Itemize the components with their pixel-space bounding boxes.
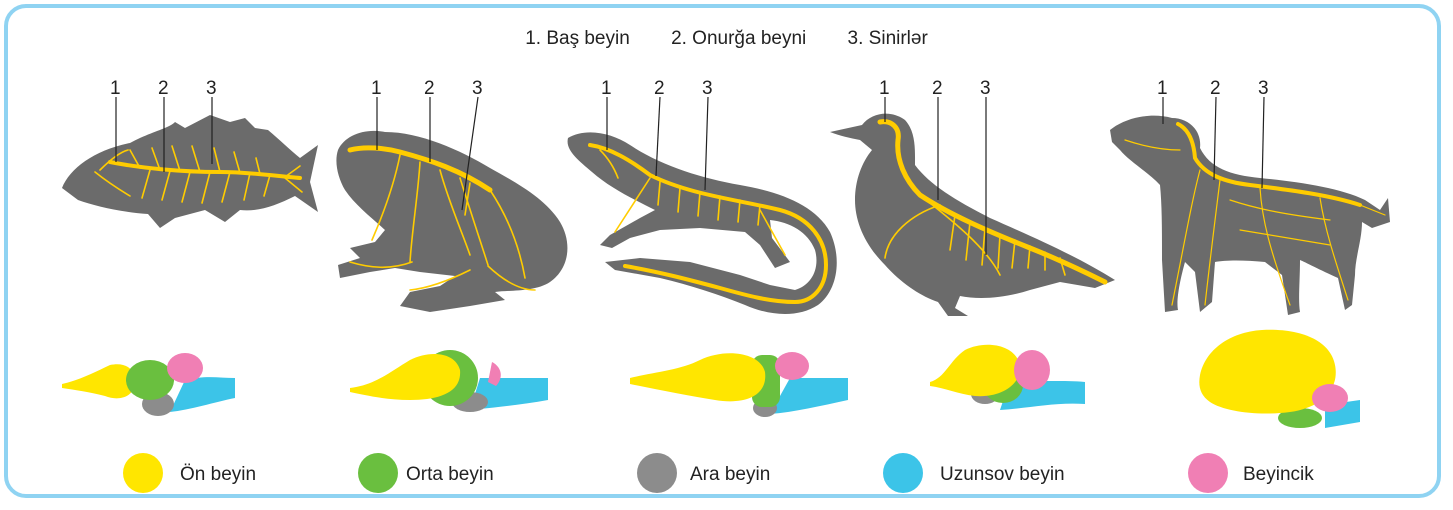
lizard-label-3: 3 bbox=[702, 78, 713, 99]
legend-label-diencephalon: Ara beyin bbox=[690, 464, 770, 485]
legend-label-midbrain: Orta beyin bbox=[406, 464, 494, 485]
dog-label-1: 1 bbox=[1157, 78, 1168, 99]
frog-label-2: 2 bbox=[424, 78, 435, 99]
fish-brain bbox=[62, 353, 235, 416]
lizard-icon: 1 2 3 bbox=[568, 78, 837, 314]
fish-label-3: 3 bbox=[206, 78, 217, 99]
bird-label-1: 1 bbox=[879, 78, 890, 99]
dog-brain bbox=[1199, 330, 1360, 428]
legend-item-midbrain: Orta beyin bbox=[358, 453, 494, 493]
legend-label-medulla: Uzunsov beyin bbox=[940, 464, 1065, 485]
bird-label-3: 3 bbox=[980, 78, 991, 99]
lizard-label-2: 2 bbox=[654, 78, 665, 99]
lizard-label-1: 1 bbox=[601, 78, 612, 99]
frog-label-3: 3 bbox=[472, 78, 483, 99]
bird-brain bbox=[930, 345, 1085, 410]
bird-icon: 1 2 3 bbox=[830, 78, 1115, 316]
forebrain-swatch bbox=[123, 453, 163, 493]
dog-label-3: 3 bbox=[1258, 78, 1269, 99]
legend-label-forebrain: Ön beyin bbox=[180, 464, 256, 485]
diencephalon-swatch bbox=[637, 453, 677, 493]
dog-icon: 1 2 3 bbox=[1110, 78, 1390, 315]
legend-item-medulla: Uzunsov beyin bbox=[883, 453, 1065, 493]
bird-label-2: 2 bbox=[932, 78, 943, 99]
legend-item-cerebellum: Beyincik bbox=[1188, 453, 1314, 493]
frog-icon: 1 2 3 bbox=[336, 78, 567, 312]
medulla-swatch bbox=[883, 453, 923, 493]
lizard-brain bbox=[630, 352, 848, 417]
legend-item-forebrain: Ön beyin bbox=[123, 453, 256, 493]
legend-label-cerebellum: Beyincik bbox=[1243, 464, 1314, 485]
frog-brain bbox=[350, 350, 548, 412]
midbrain-swatch bbox=[358, 453, 398, 493]
legend-item-diencephalon: Ara beyin bbox=[637, 453, 770, 493]
brain-legend: Ön beyin Orta beyin Ara beyin Uzunsov be… bbox=[123, 453, 1314, 493]
fish-label-1: 1 bbox=[110, 78, 121, 99]
dog-label-2: 2 bbox=[1210, 78, 1221, 99]
fish-label-2: 2 bbox=[158, 78, 169, 99]
fish-icon: 1 2 3 bbox=[62, 78, 318, 228]
cerebellum-swatch bbox=[1188, 453, 1228, 493]
frog-label-1: 1 bbox=[371, 78, 382, 99]
